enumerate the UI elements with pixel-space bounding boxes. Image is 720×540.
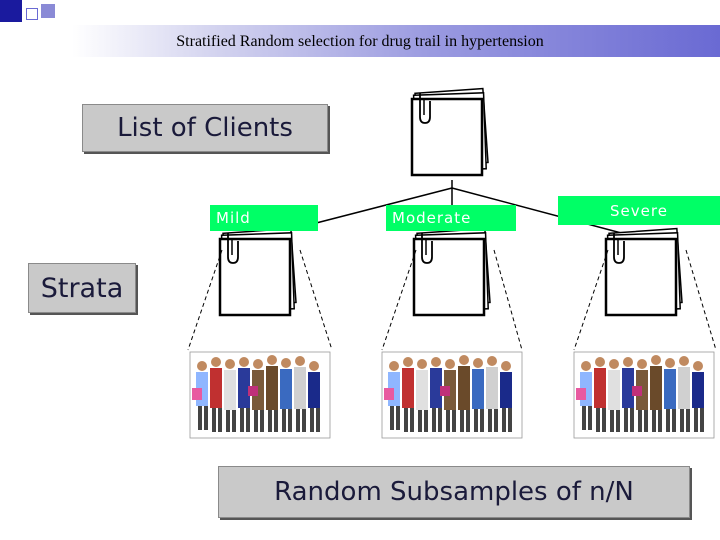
people-group-icon <box>189 351 331 439</box>
slide-title: Stratified Random selection for drug tra… <box>176 33 544 50</box>
document-icon <box>412 227 492 317</box>
people-group-icon <box>381 351 523 439</box>
strata-text: Strata <box>40 272 124 304</box>
random-subsamples-text: Random Subsamples of n/N <box>274 477 634 507</box>
stratum-label-moderate: Moderate <box>386 205 516 231</box>
strata-label: Strata <box>28 263 136 313</box>
corner-square-small <box>41 4 55 18</box>
stratum-label-text: Severe <box>610 201 668 220</box>
corner-square-small <box>26 8 38 20</box>
dashed-funnel <box>187 249 717 351</box>
corner-square-large <box>0 0 22 22</box>
title-bar <box>0 25 720 57</box>
list-of-clients-label: List of Clients <box>82 104 328 152</box>
stratum-label-text: Mild <box>216 209 251 227</box>
connector-line <box>451 187 641 239</box>
stratum-label-text: Moderate <box>392 209 472 227</box>
document-icon <box>604 227 684 317</box>
list-of-clients-text: List of Clients <box>117 113 293 143</box>
random-subsamples-label: Random Subsamples of n/N <box>218 466 690 518</box>
stratum-label-severe: Severe <box>558 196 720 225</box>
stratum-label-mild: Mild <box>210 205 318 231</box>
people-group-icon <box>573 351 715 439</box>
document-icon <box>218 227 298 317</box>
document-icon <box>410 87 490 177</box>
